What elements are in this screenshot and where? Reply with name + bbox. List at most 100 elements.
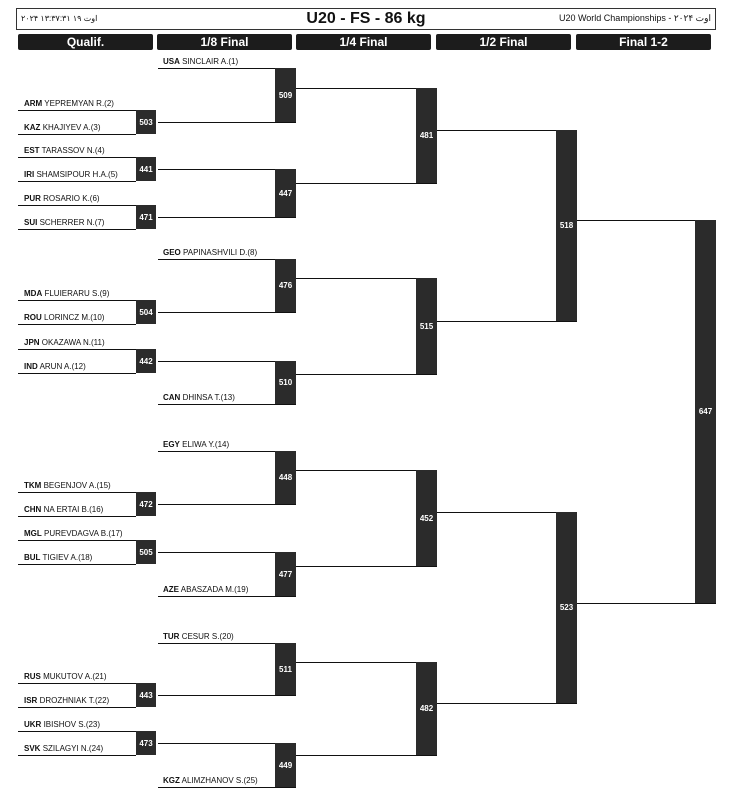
round-header: 1/4 Final bbox=[296, 34, 431, 50]
match-number: 472 bbox=[136, 492, 156, 516]
athlete-name: ABASZADA M.(19) bbox=[180, 585, 249, 594]
bracket-line bbox=[296, 470, 437, 471]
athlete-name: BEGENJOV A.(15) bbox=[43, 481, 111, 490]
bracket-line bbox=[18, 205, 156, 206]
bracket-line bbox=[437, 321, 577, 322]
match-number: 449 bbox=[275, 743, 296, 787]
athlete-label: IRI SHAMSIPOUR H.A.(5) bbox=[24, 170, 118, 180]
bracket-line bbox=[18, 134, 136, 135]
bracket-line bbox=[18, 492, 156, 493]
bracket-line bbox=[18, 564, 136, 565]
athlete-label: USA SINCLAIR A.(1) bbox=[163, 57, 238, 67]
athlete-country: IRI bbox=[24, 170, 35, 179]
match-number: 481 bbox=[416, 88, 437, 183]
athlete-country: ROU bbox=[24, 313, 42, 322]
athlete-name: ELIWA Y.(14) bbox=[182, 440, 230, 449]
athlete-label: ROU LORINCZ M.(10) bbox=[24, 313, 104, 323]
athlete-country: ARM bbox=[24, 99, 43, 108]
bracket-line bbox=[577, 220, 716, 221]
athlete-country: AZE bbox=[163, 585, 179, 594]
bracket-line bbox=[18, 683, 156, 684]
athlete-country: TUR bbox=[163, 632, 180, 641]
athlete-country: IND bbox=[24, 362, 38, 371]
athlete-label: TKM BEGENJOV A.(15) bbox=[24, 481, 111, 491]
athlete-name: CESUR S.(20) bbox=[181, 632, 234, 641]
athlete-country: EGY bbox=[163, 440, 180, 449]
athlete-name: FLUIERARU S.(9) bbox=[44, 289, 110, 298]
athlete-name: SINCLAIR A.(1) bbox=[182, 57, 239, 66]
bracket-line bbox=[158, 643, 296, 644]
athlete-country: BUL bbox=[24, 553, 41, 562]
match-number: 505 bbox=[136, 540, 156, 564]
match-number: 503 bbox=[136, 110, 156, 134]
bracket-line bbox=[18, 540, 156, 541]
match-number: 504 bbox=[136, 300, 156, 324]
athlete-label: CAN DHINSA T.(13) bbox=[163, 393, 235, 403]
round-header: 1/2 Final bbox=[436, 34, 571, 50]
bracket-line bbox=[296, 662, 437, 663]
match-number: 441 bbox=[136, 157, 156, 181]
athlete-name: KHAJIYEV A.(3) bbox=[42, 123, 101, 132]
match-number: 647 bbox=[695, 220, 716, 603]
athlete-name: DHINSA T.(13) bbox=[182, 393, 235, 402]
athlete-label: MDA FLUIERARU S.(9) bbox=[24, 289, 109, 299]
bracket-line bbox=[158, 169, 296, 170]
match-number: 515 bbox=[416, 278, 437, 374]
bracket-line bbox=[158, 743, 296, 744]
match-number: 471 bbox=[136, 205, 156, 229]
match-number: 443 bbox=[136, 683, 156, 707]
athlete-country: EST bbox=[24, 146, 40, 155]
athlete-country: ISR bbox=[24, 696, 38, 705]
athlete-label: ISR DROZHNIAK T.(22) bbox=[24, 696, 109, 706]
athlete-name: TIGIEV A.(18) bbox=[42, 553, 93, 562]
athlete-country: CHN bbox=[24, 505, 42, 514]
bracket-line bbox=[18, 110, 156, 111]
bracket-line bbox=[18, 755, 136, 756]
athlete-label: ARM YEPREMYAN R.(2) bbox=[24, 99, 114, 109]
athlete-country: MGL bbox=[24, 529, 42, 538]
match-number: 447 bbox=[275, 169, 296, 217]
athlete-name: ARUN A.(12) bbox=[39, 362, 86, 371]
athlete-label: UKR IBISHOV S.(23) bbox=[24, 720, 100, 730]
athlete-name: OKAZAWA N.(11) bbox=[41, 338, 105, 347]
bracket-line bbox=[437, 130, 577, 131]
header-datetime: ۲۰۲۴ ۱۳:۳۷:۳۱ ۱۹ اوت bbox=[21, 14, 98, 23]
bracket-line bbox=[296, 278, 437, 279]
athlete-label: KAZ KHAJIYEV A.(3) bbox=[24, 123, 100, 133]
event-name: U20 World Championships - ۲۰۲۴ اوت bbox=[558, 13, 711, 23]
bracket-line bbox=[296, 88, 437, 89]
round-header: Final 1-2 bbox=[576, 34, 711, 50]
athlete-label: BUL TIGIEV A.(18) bbox=[24, 553, 92, 563]
athlete-label: PUR ROSARIO K.(6) bbox=[24, 194, 100, 204]
round-header: 1/8 Final bbox=[157, 34, 292, 50]
bracket-line bbox=[158, 404, 296, 405]
athlete-country: USA bbox=[163, 57, 180, 66]
bracket-line bbox=[158, 312, 296, 313]
athlete-name: NA ERTAI B.(16) bbox=[43, 505, 104, 514]
athlete-country: UKR bbox=[24, 720, 42, 729]
athlete-label: IND ARUN A.(12) bbox=[24, 362, 86, 372]
bracket-line bbox=[158, 451, 296, 452]
athlete-name: IBISHOV S.(23) bbox=[43, 720, 101, 729]
athlete-label: KGZ ALIMZHANOV S.(25) bbox=[163, 776, 258, 786]
athlete-name: SHAMSIPOUR H.A.(5) bbox=[36, 170, 118, 179]
bracket-line bbox=[158, 596, 296, 597]
match-number: 452 bbox=[416, 470, 437, 566]
athlete-label: JPN OKAZAWA N.(11) bbox=[24, 338, 105, 348]
athlete-country: MDA bbox=[24, 289, 43, 298]
bracket-line bbox=[18, 516, 136, 517]
athlete-name: PUREVDAGVA B.(17) bbox=[44, 529, 123, 538]
athlete-country: TKM bbox=[24, 481, 42, 490]
athlete-label: GEO PAPINASHVILI D.(8) bbox=[163, 248, 257, 258]
round-header: Qualif. bbox=[18, 34, 153, 50]
bracket-line bbox=[18, 181, 136, 182]
athlete-name: ROSARIO K.(6) bbox=[43, 194, 100, 203]
athlete-name: SCHERRER N.(7) bbox=[39, 218, 105, 227]
bracket-line bbox=[437, 512, 577, 513]
bracket-line bbox=[577, 603, 716, 604]
bracket-line bbox=[158, 259, 296, 260]
header-bar: ۲۰۲۴ ۱۳:۳۷:۳۱ ۱۹ اوت U20 - FS - 86 kg U2… bbox=[16, 8, 716, 30]
bracket-line bbox=[158, 695, 296, 696]
match-number: 442 bbox=[136, 349, 156, 373]
